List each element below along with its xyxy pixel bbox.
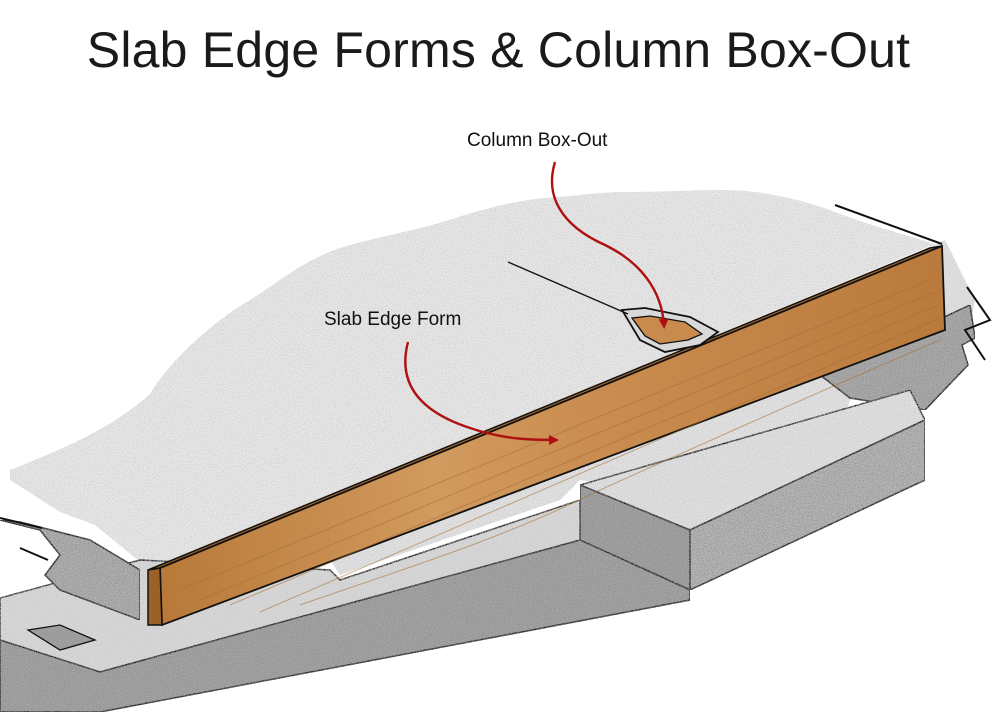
left-notch xyxy=(26,624,97,651)
foreground-slab-front xyxy=(0,539,691,712)
right-break-lines xyxy=(834,204,992,361)
left-break-lines xyxy=(0,517,49,561)
column-box-out-arrow xyxy=(550,161,669,329)
string-line xyxy=(507,261,629,315)
column-box-out-label: Column Box-Out xyxy=(467,130,608,151)
slab-edge-form-arrow xyxy=(404,341,559,445)
slab-top-surface xyxy=(10,190,935,570)
form-board-end xyxy=(147,567,163,626)
front-block-side xyxy=(689,418,926,592)
slide-title: Slab Edge Forms & Column Box-Out xyxy=(86,22,911,78)
left-slab-edge xyxy=(0,519,141,622)
slab-edge-form-label: Slab Edge Form xyxy=(324,309,461,330)
column-box-out-inner xyxy=(630,315,704,345)
